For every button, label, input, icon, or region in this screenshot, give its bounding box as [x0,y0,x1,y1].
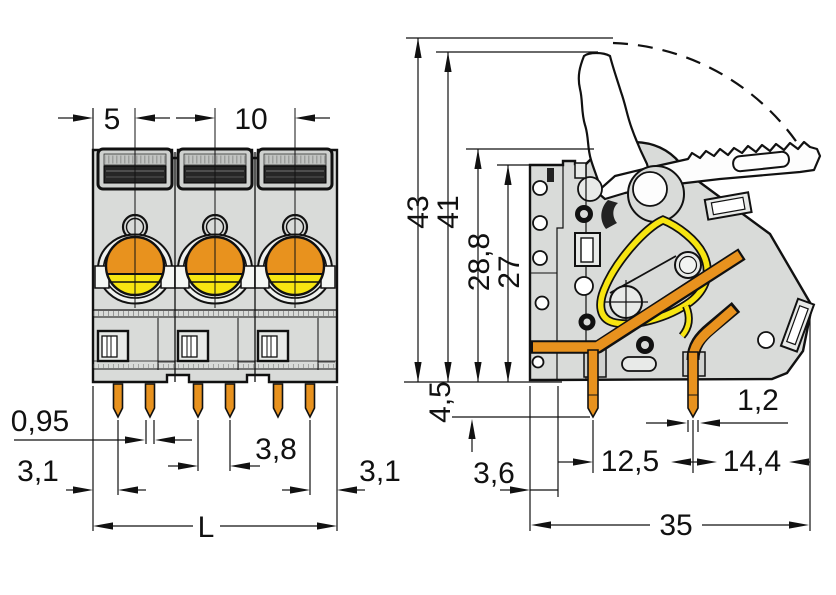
front-dimensions: 5 10 0,95 3,8 3,1 [11,103,401,544]
dim-side-overall-depth: 35 [659,509,692,542]
dim-front-pin-pair-spacing: 3,8 [255,433,297,466]
dim-front-edge-to-first-pole: 5 [104,103,121,136]
front-solder-pins [112,383,316,418]
pivot-crescent [601,200,618,229]
dimension-overall-depth: 35 [531,509,809,542]
dim-front-right-margin: 3,1 [359,455,401,488]
dim-side-pin-thickness: 1,2 [737,384,779,417]
side-pin-1 [587,349,599,419]
lever-swing-arc [612,41,803,151]
dimension-pin-width: 0,95 [11,405,192,444]
dimension-pin-spacing-row: 12,5 14,4 [558,445,810,478]
dimension-pitch-row: 5 10 [58,103,330,136]
dim-side-edge-offset: 3,6 [473,457,515,490]
dim-side-height-upper: 28,8 [463,233,496,291]
dim-front-left-margin: 3,1 [17,455,59,488]
lever-slot [732,150,790,173]
front-view [93,108,337,418]
dim-side-pin-row-spacing: 12,5 [601,445,659,478]
dimension-heights: 43 41 28,8 27 [402,38,526,382]
mounting-strip [530,162,587,380]
dimension-pin-length: 4,5 [424,381,590,452]
dim-side-pin-length: 4,5 [424,381,457,423]
side-dimensions: 43 41 28,8 27 4,5 3,6 [402,37,811,542]
dimension-overall-length: L [93,511,337,544]
dim-side-height-max: 43 [402,195,435,228]
dim-side-height-lever: 41 [432,195,465,228]
dimension-pin-thickness: 1,2 [646,384,788,427]
dimension-edge-offset: 3,6 [473,457,558,494]
dimension-pin-pair: 3,8 [168,433,297,470]
dim-front-pole-pitch: 10 [234,103,267,136]
dim-front-overall-length: L [198,511,215,544]
dimension-margins: 3,1 3,1 [17,455,401,494]
side-pin-2 [687,351,699,419]
dim-side-height-housing: 27 [493,255,526,288]
busbar [531,248,746,419]
dim-front-pin-width: 0,95 [11,405,69,438]
dim-side-pin-to-back: 14,4 [723,445,781,478]
side-view [528,41,822,419]
